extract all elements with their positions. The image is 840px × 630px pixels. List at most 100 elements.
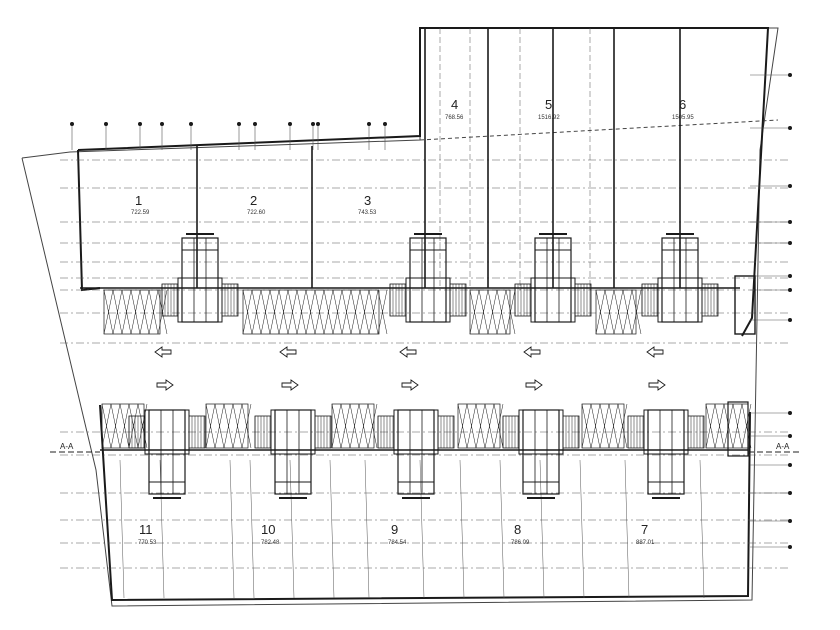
field-line [359, 289, 370, 335]
grid-marker [189, 122, 193, 126]
bay-number: 2 [250, 193, 257, 208]
bay-number: 3 [364, 193, 371, 208]
dock-frame [405, 277, 451, 323]
grid-marker [383, 122, 387, 126]
field-line [604, 289, 615, 335]
dock-hatch-left [641, 283, 659, 317]
grid-marker [104, 122, 108, 126]
hatch-frame [514, 283, 532, 317]
hatch-frame [389, 283, 407, 317]
upper-dock-3 [514, 233, 592, 323]
grid-marker [788, 274, 792, 278]
grid-marker [70, 122, 74, 126]
grid-marker [788, 220, 792, 224]
bay-number: 7 [641, 522, 648, 537]
field-line [613, 289, 624, 335]
dock-frame [177, 277, 223, 323]
left-arrow-icon [154, 346, 172, 358]
field-line [457, 403, 468, 449]
loading-docks [80, 233, 756, 499]
bay-area: 743.53 [358, 210, 377, 216]
bay-area: 770.53 [138, 540, 157, 546]
bay-area: 784.54 [388, 540, 407, 546]
lower-dock-1 [128, 409, 206, 499]
field-line [478, 289, 489, 335]
field-line [590, 403, 601, 449]
upper-parking-2 [242, 289, 388, 335]
upper-parking-1 [103, 289, 168, 335]
field-line [493, 403, 504, 449]
grid-line [364, 459, 370, 599]
field-line [251, 289, 262, 335]
grid-line [249, 459, 255, 599]
field-line [496, 289, 507, 335]
bay-number: 10 [261, 522, 275, 537]
dock-hatch-right [221, 283, 239, 317]
bay-number: 4 [451, 97, 458, 112]
grid-marker [311, 122, 315, 126]
grid-marker [788, 241, 792, 245]
grid-marker [367, 122, 371, 126]
bay-area: 782.48 [261, 540, 280, 546]
lower-bay-labels: 11 770.53 10 782.48 9 784.54 8 786.09 7 … [138, 522, 655, 546]
field-line [323, 289, 334, 335]
field-frame [331, 403, 375, 449]
grid-marker [788, 519, 792, 523]
field-line [358, 403, 369, 449]
bay-number: 6 [679, 97, 686, 112]
field-line [242, 289, 253, 335]
grid-marker [788, 434, 792, 438]
right-arrow-icon [648, 379, 666, 391]
bay-number: 9 [391, 522, 398, 537]
trailer [148, 409, 186, 495]
grid-line [419, 459, 425, 599]
trailer [274, 409, 312, 495]
field-line [714, 403, 725, 449]
field-line [205, 403, 216, 449]
hatch-frame [449, 283, 467, 317]
section-marker-right: A-A [748, 442, 800, 453]
field-line [368, 289, 379, 335]
field-line [278, 289, 289, 335]
field-line [223, 403, 234, 449]
dock-hatch-left [254, 415, 272, 449]
bay-area: 722.60 [247, 210, 266, 216]
grid-marker [788, 545, 792, 549]
dock-hatch-right [449, 283, 467, 317]
grid-line [289, 459, 295, 599]
field-frame [103, 289, 161, 335]
hatch-frame [701, 283, 719, 317]
bay-area: 1505.95 [672, 115, 694, 121]
grid-marker [138, 122, 142, 126]
field-line [349, 403, 360, 449]
upper-dock-1 [161, 233, 239, 323]
field-line [112, 289, 123, 335]
field-line [241, 403, 252, 449]
bay-number: 8 [514, 522, 521, 537]
lower-parking-4 [457, 403, 504, 449]
bay-area: 722.59 [131, 210, 150, 216]
field-line [487, 289, 498, 335]
field-line [631, 289, 642, 335]
field-line [139, 289, 150, 335]
field-frame [595, 289, 637, 335]
bay-number: 1 [135, 193, 142, 208]
trailer [647, 409, 685, 495]
field-line [101, 403, 112, 449]
left-arrow-icon [399, 346, 417, 358]
right-arrow-icon [401, 379, 419, 391]
lower-gatehouse [727, 401, 749, 457]
field-line [595, 289, 606, 335]
grid-marker [253, 122, 257, 126]
dock-hatch-left [627, 415, 645, 449]
field-frame [242, 289, 380, 335]
dock-hatch-right [687, 415, 705, 449]
left-arrow-icon [523, 346, 541, 358]
grid-marker [788, 463, 792, 467]
grid-line [119, 459, 125, 599]
dock-hatch-right [314, 415, 332, 449]
field-line [341, 289, 352, 335]
grid-line [539, 459, 545, 599]
field-line [260, 289, 271, 335]
field-frame [457, 403, 501, 449]
